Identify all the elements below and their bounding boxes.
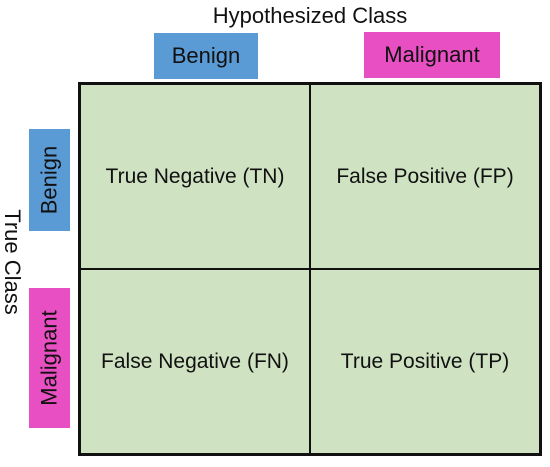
- cell-false-negative: False Negative (FN): [81, 269, 310, 453]
- cell-true-positive: True Positive (TP): [310, 269, 539, 453]
- true-class-title: True Class: [0, 209, 25, 315]
- hypothesized-class-title: Hypothesized Class: [212, 3, 408, 28]
- column-label-malignant-text: Malignant: [384, 42, 480, 67]
- column-label-benign: Benign: [154, 33, 258, 79]
- column-label-malignant: Malignant: [364, 32, 500, 78]
- cell-true-negative: True Negative (TN): [81, 85, 310, 269]
- cell-false-positive: False Positive (FP): [310, 85, 539, 269]
- row-label-benign: Benign: [29, 129, 70, 231]
- row-label-benign-text: Benign: [36, 145, 62, 215]
- confusion-matrix-grid: True Negative (TN) False Positive (FP) F…: [78, 82, 542, 456]
- row-label-malignant-text: Malignant: [36, 310, 62, 406]
- column-label-benign-text: Benign: [171, 43, 241, 68]
- row-label-malignant: Malignant: [29, 288, 70, 428]
